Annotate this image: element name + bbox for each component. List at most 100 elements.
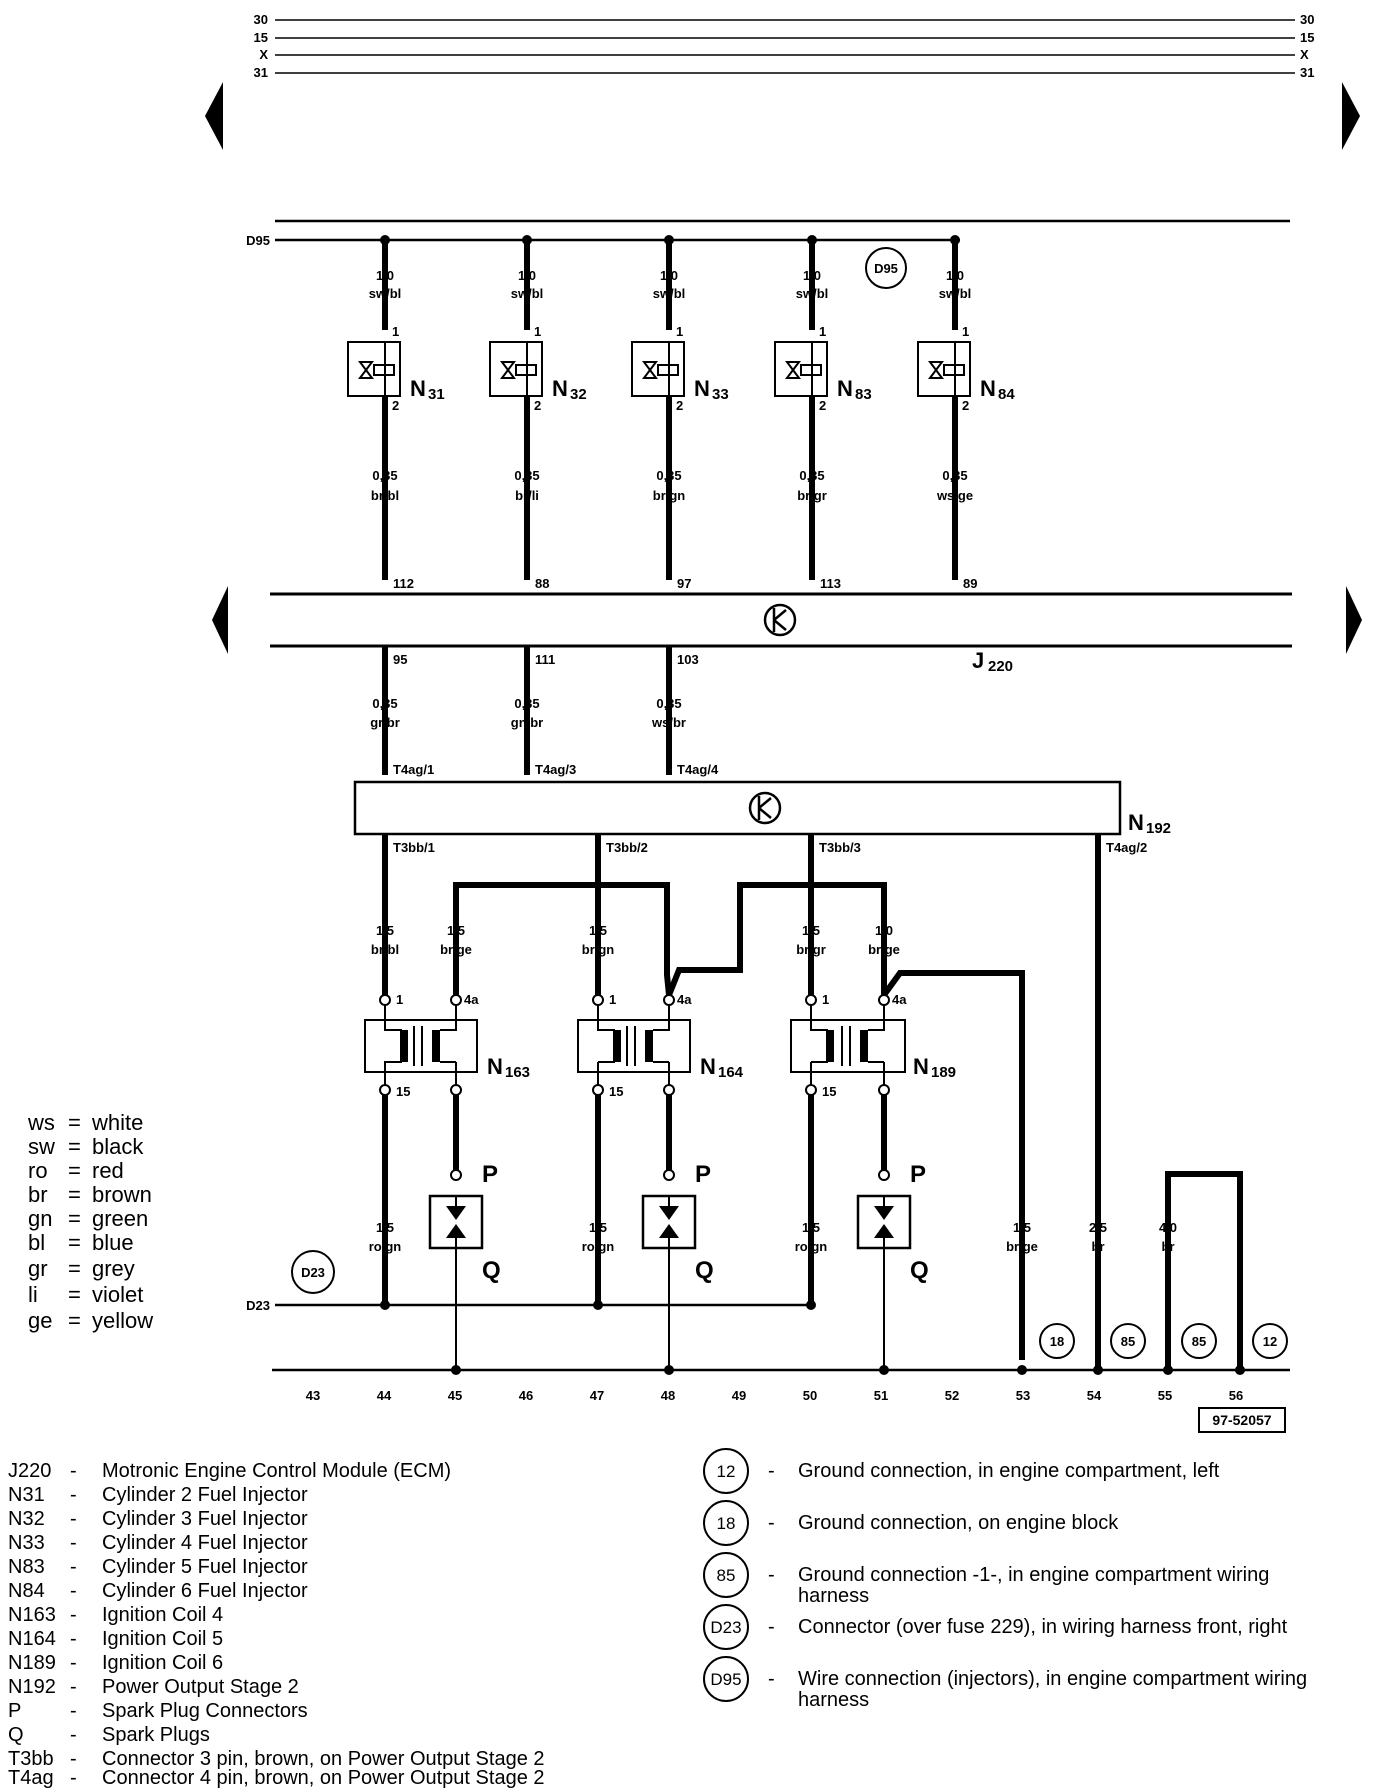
next-section-arrow-icon (1346, 586, 1362, 654)
pin-label: 1 (962, 324, 969, 339)
legend-desc: Cylinder 4 Fuel Injector (102, 1532, 308, 1554)
spark-plug-1: P Q (428, 1161, 501, 1370)
d23-connector: D23 D23 (246, 1250, 816, 1313)
legend-code: T3bb (8, 1748, 54, 1770)
injector-n84: 1,0 sw/bl 1 N 84 2 0,35 ws/ge 89 (917, 235, 1015, 591)
wire-gauge: 0,35 (514, 468, 539, 483)
ecm-pin-label: 103 (677, 652, 699, 667)
legend-dash: - (768, 1616, 775, 1638)
wire-gauge: 4,0 (1159, 1220, 1177, 1235)
wire-gauge: 1,5 (802, 1220, 820, 1235)
component-id: N (487, 1054, 503, 1079)
wire-gauge: 0,35 (656, 696, 681, 711)
legend-dash: - (70, 1508, 77, 1530)
legend-ground-desc: Wire connection (injectors), in engine c… (798, 1668, 1307, 1690)
wire-color: br/ge (1006, 1239, 1038, 1254)
component-id: N (700, 1054, 716, 1079)
color-key-abbr: br (28, 1182, 48, 1207)
pin-label: 1 (676, 324, 683, 339)
pin-label: 2 (819, 398, 826, 413)
ecm-output-2: 111 0,35 gn/br T4ag/3 (511, 646, 576, 777)
wire-color: br/bl (371, 942, 399, 957)
legend-dash: - (768, 1564, 775, 1586)
pin-label: 2 (534, 398, 541, 413)
position-number: 53 (1016, 1388, 1030, 1403)
prev-page-arrow-icon (205, 82, 223, 150)
wire-gauge: 1,5 (1013, 1220, 1031, 1235)
bus-label-30-right: 30 (1300, 12, 1314, 27)
wire-gauge: 1,5 (376, 923, 394, 938)
wire-color: ro/gn (795, 1239, 828, 1254)
legend-dash: - (70, 1604, 77, 1626)
component-sub: 189 (931, 1064, 956, 1081)
ignition-coil-n163: 1 4a 15 N 163 (364, 992, 530, 1099)
legend-code: P (8, 1700, 21, 1722)
pin-label: 1 (396, 992, 403, 1007)
plug-connector-label: P (482, 1161, 498, 1188)
d95-label: D95 (246, 233, 270, 248)
component-id: N (410, 376, 426, 401)
legend-desc: Spark Plug Connectors (102, 1700, 308, 1722)
connector-label: T3bb/1 (393, 840, 435, 855)
legend-desc: Cylinder 6 Fuel Injector (102, 1580, 308, 1602)
wire-gauge: 1,5 (589, 1220, 607, 1235)
legend-desc: Spark Plugs (102, 1724, 210, 1746)
legend-code: N84 (8, 1580, 45, 1602)
color-key-name: blue (92, 1230, 134, 1255)
legend-ground-desc: Connector (over fuse 229), in wiring har… (798, 1616, 1288, 1638)
legend-code: Q (8, 1724, 24, 1746)
position-number: 54 (1087, 1388, 1102, 1403)
component-legend: J220 - Motronic Engine Control Module (E… (8, 1460, 545, 1788)
component-id: N (837, 376, 853, 401)
color-key-name: green (92, 1206, 148, 1231)
connector-label: T3bb/3 (819, 840, 861, 855)
ecm-pin-label: 113 (820, 576, 841, 591)
legend-desc: Ignition Coil 4 (102, 1604, 223, 1626)
bus-label-x-left: X (259, 47, 268, 62)
wire-color: br (1092, 1239, 1105, 1254)
color-key-abbr: bl (28, 1230, 45, 1255)
legend-code: J220 (8, 1460, 51, 1482)
pin-label: 4a (464, 992, 479, 1007)
position-number: 47 (590, 1388, 604, 1403)
pin-label: 1 (392, 324, 399, 339)
position-number: 51 (874, 1388, 888, 1403)
ground-circle-label: 18 (1050, 1334, 1064, 1349)
ecm-pin-label: 95 (393, 652, 407, 667)
spark-plug-label: Q (695, 1257, 714, 1284)
position-number: 50 (803, 1388, 817, 1403)
wire-gauge: 1,0 (946, 268, 964, 283)
bus-label-31-left: 31 (254, 65, 268, 80)
legend-code: N192 (8, 1676, 56, 1698)
connector-label: T4ag/1 (393, 762, 434, 777)
pin-label: 2 (676, 398, 683, 413)
position-number: 49 (732, 1388, 746, 1403)
position-number: 44 (377, 1388, 392, 1403)
d23-circle-label: D23 (301, 1265, 325, 1280)
color-key-equals: = (68, 1256, 81, 1281)
legend-code: N164 (8, 1628, 56, 1650)
ground-circle-label: 85 (1192, 1334, 1206, 1349)
bus-label-31-right: 31 (1300, 65, 1314, 80)
legend-desc: Connector 3 pin, brown, on Power Output … (102, 1748, 545, 1770)
wire-color: sw/bl (939, 286, 972, 301)
legend-code: N33 (8, 1532, 45, 1554)
color-key-abbr: gr (28, 1256, 48, 1281)
component-sub: 83 (855, 386, 872, 403)
legend-dash: - (70, 1767, 77, 1788)
component-sub: 164 (718, 1064, 744, 1081)
component-sub: 33 (712, 386, 729, 403)
wire-color: ws/br (651, 715, 686, 730)
ground-circle-label: 12 (1263, 1334, 1277, 1349)
wire-color: br/gr (797, 488, 827, 503)
legend-desc: Motronic Engine Control Module (ECM) (102, 1460, 451, 1482)
wire-gauge: 0,35 (372, 468, 397, 483)
ecm-pin-label: 89 (963, 576, 977, 591)
legend-ground-desc: harness (798, 1689, 869, 1711)
ecm-pin-label: 111 (535, 652, 555, 667)
legend-code: N83 (8, 1556, 45, 1578)
next-page-arrow-icon (1342, 82, 1360, 150)
legend-code: N32 (8, 1508, 45, 1530)
legend-dash: - (70, 1580, 77, 1602)
legend-desc: Power Output Stage 2 (102, 1676, 299, 1698)
